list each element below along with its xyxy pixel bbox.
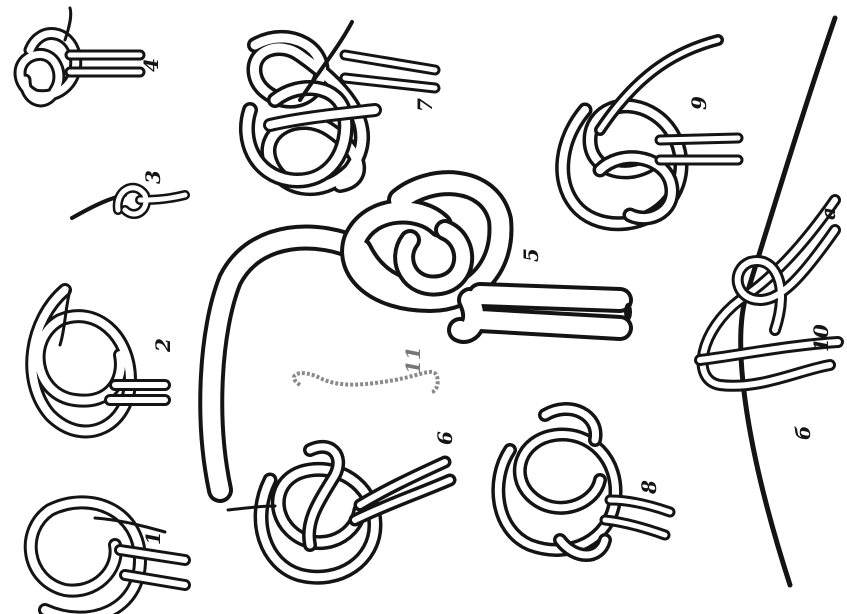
knot-6 xyxy=(228,447,450,577)
label-3: 3 xyxy=(141,170,165,184)
knot-10 xyxy=(700,18,838,585)
knot-9 xyxy=(563,40,738,224)
knot-1 xyxy=(31,502,140,614)
label-a: a xyxy=(816,207,840,220)
label-6: 6 xyxy=(433,431,457,445)
label-10: 10 xyxy=(809,324,833,352)
knot-3 xyxy=(72,188,185,218)
knot-5 xyxy=(211,183,632,490)
label-1: 1 xyxy=(141,531,165,545)
label-b: б xyxy=(791,426,815,440)
label-8: 8 xyxy=(637,480,661,495)
label-9: 9 xyxy=(687,96,711,110)
label-2: 2 xyxy=(151,338,175,353)
knot-7 xyxy=(247,22,435,188)
label-5: 5 xyxy=(519,248,543,262)
knot-4 xyxy=(20,8,140,101)
knot-2 xyxy=(32,290,165,431)
label-4: 4 xyxy=(139,58,163,72)
label-11: 11 xyxy=(401,346,425,374)
label-7: 7 xyxy=(413,98,437,112)
